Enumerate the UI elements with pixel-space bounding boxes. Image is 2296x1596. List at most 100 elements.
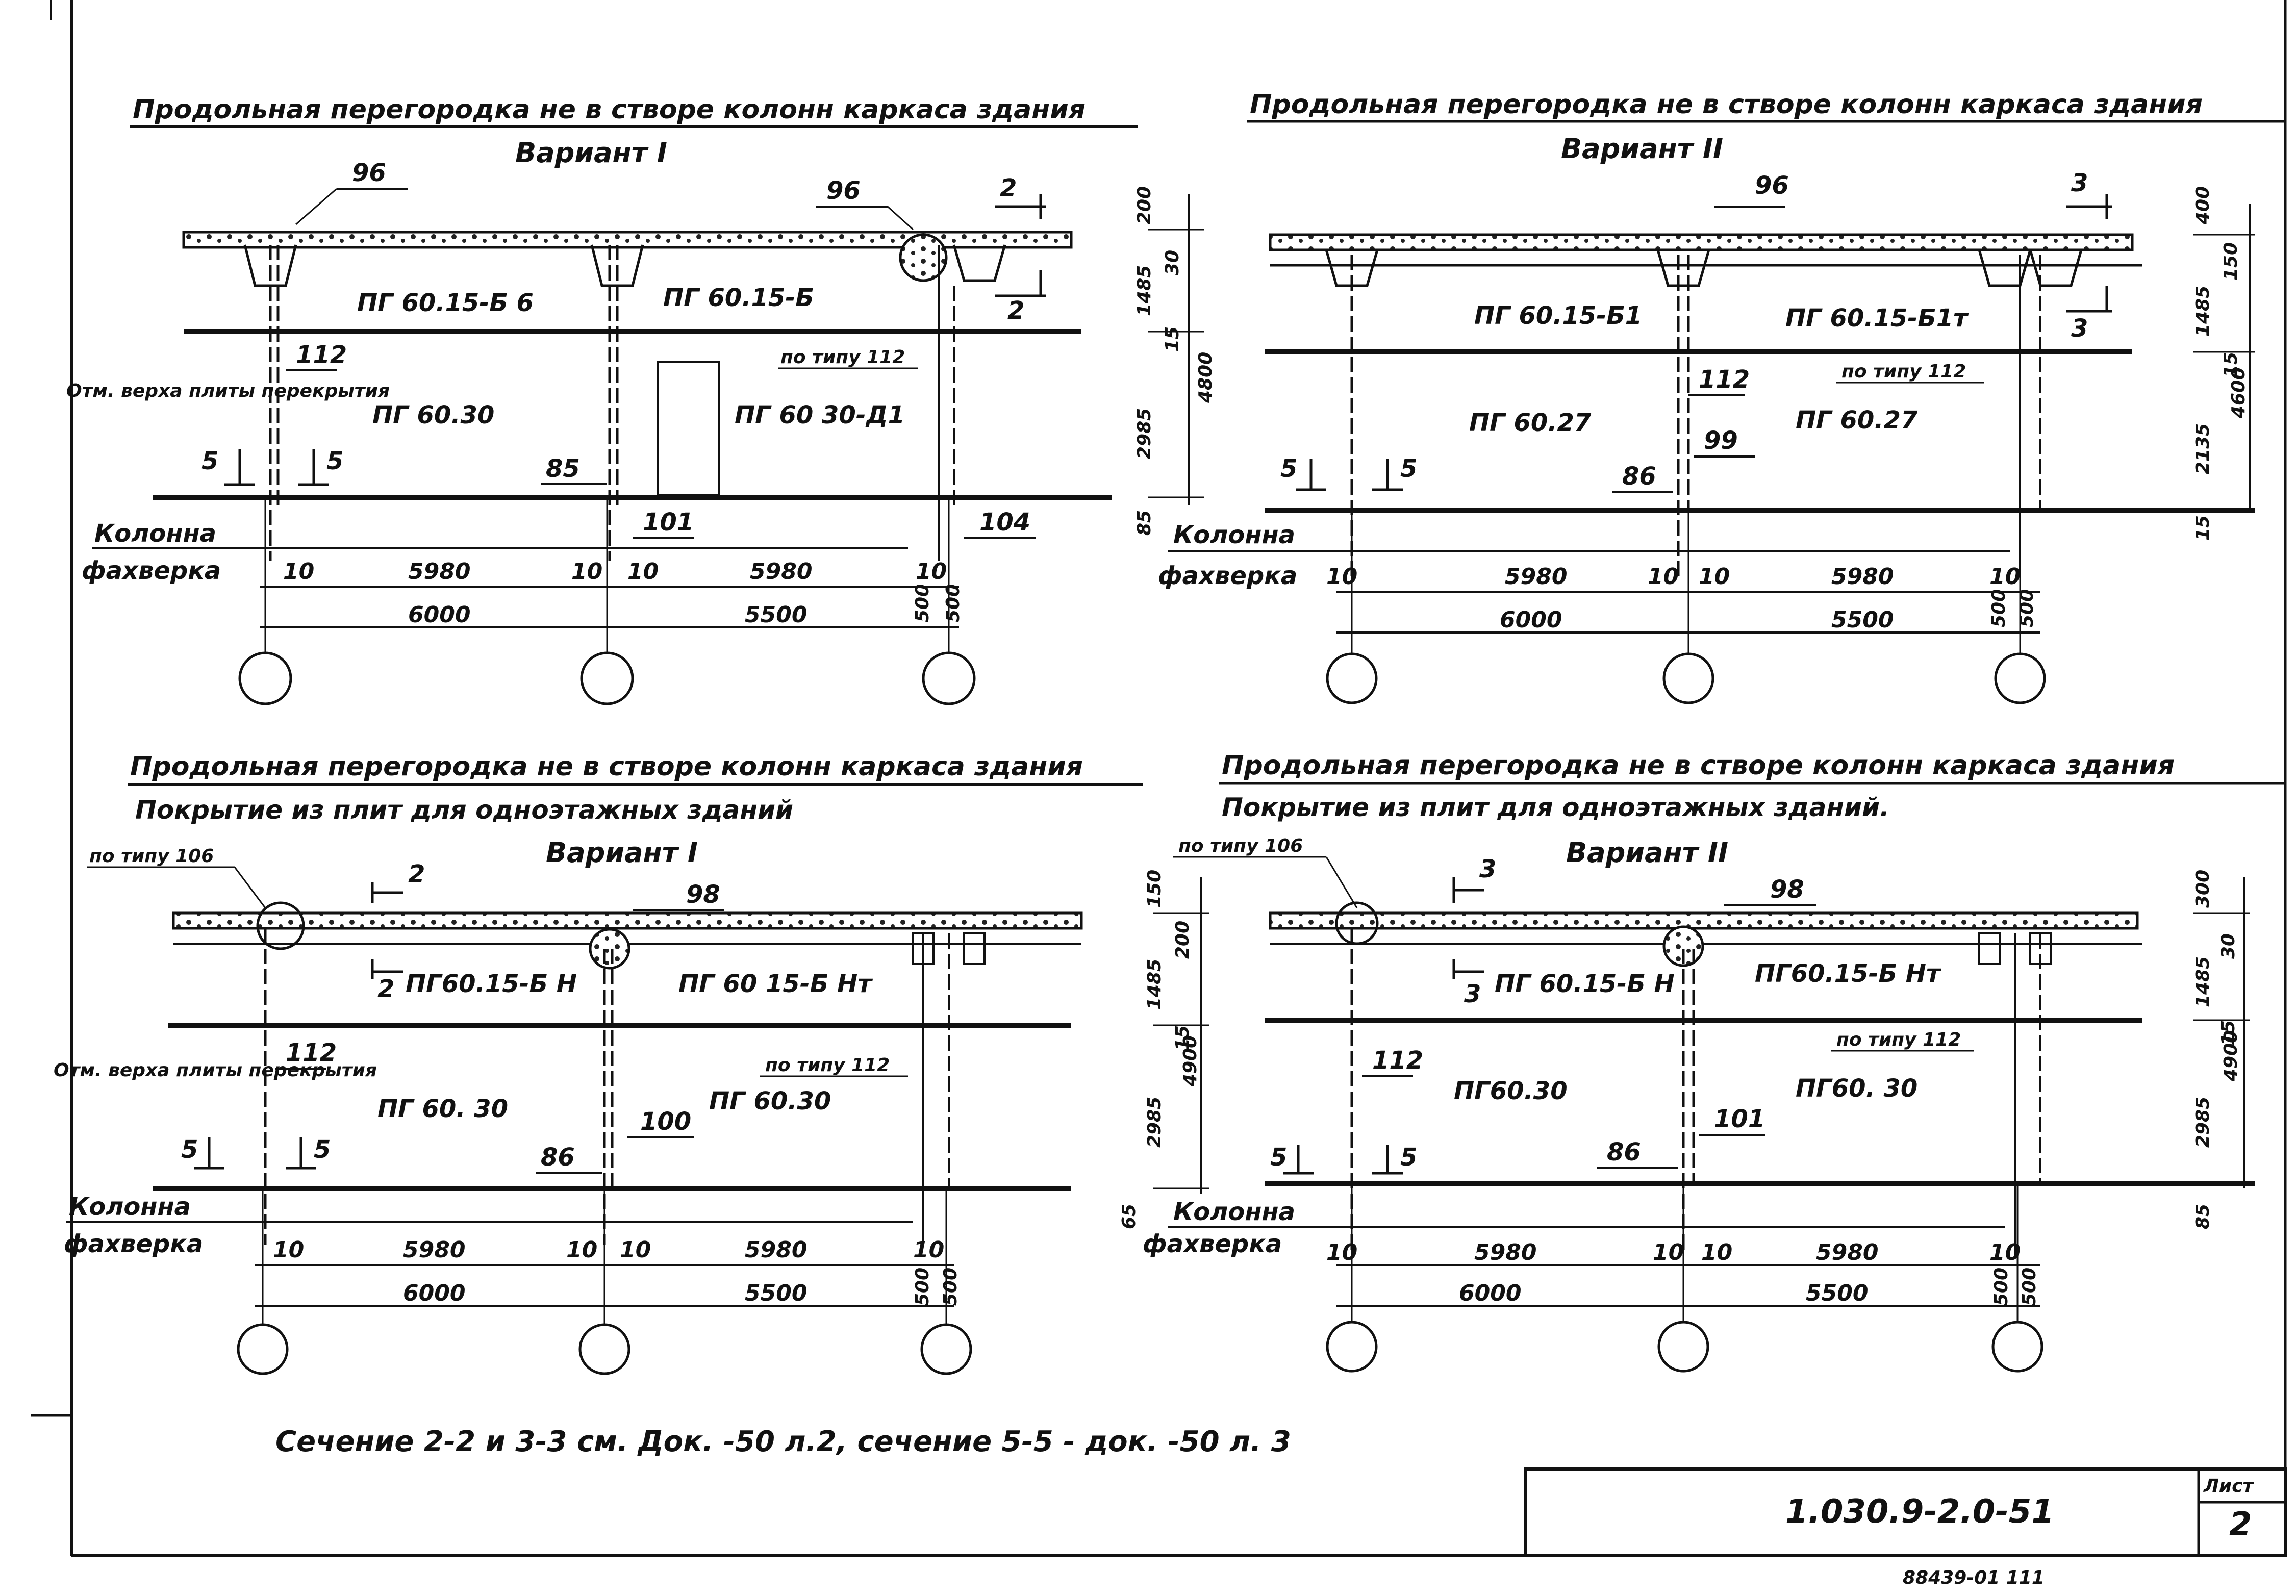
title-block: 1.030.9-2.0-51 Лист 2: [1524, 1467, 2287, 1557]
vdim: 30: [2218, 933, 2239, 959]
section-mark: 5: [314, 1135, 331, 1164]
node-label: 104: [979, 508, 1030, 537]
node-label: 112: [1372, 1046, 1423, 1075]
slab-label: ПГ 60.15-Б Н: [1495, 970, 1675, 998]
dim-value: 5980: [1831, 564, 1894, 590]
section-mark: 3: [2071, 169, 2088, 197]
dim-value: 10: [1989, 1239, 2021, 1265]
vdim: 15: [1162, 326, 1183, 352]
sheet-number: 2: [2229, 1506, 2252, 1543]
vdim: 15: [2218, 1020, 2239, 1046]
section-mark: 3: [2071, 314, 2088, 343]
slab-label: ПГ 60 15-Б Нт: [678, 970, 873, 998]
fachwerk-label: фахверка: [1143, 1230, 1282, 1258]
archive-stamp: 88439-01 111: [1903, 1567, 2045, 1588]
vdim: 2135: [2192, 423, 2213, 474]
axis-bubble: [580, 651, 634, 705]
dim-value: 5980: [1505, 564, 1567, 590]
slab-label: ПГ60. 30: [1796, 1074, 1917, 1103]
vdim: 300: [2192, 870, 2213, 908]
dim-value: 10: [566, 1237, 597, 1263]
panel-4: Продольная перегородка не в створе колон…: [1143, 750, 2285, 1373]
dim-value: 500: [943, 584, 964, 622]
dim-value: 6000: [1459, 1280, 1521, 1306]
dim-value: 10: [620, 1237, 651, 1263]
door-opening: [657, 361, 720, 496]
axis-bubble: [237, 1323, 289, 1375]
vdim: 1485: [1144, 959, 1165, 1010]
vdim: 4800: [1195, 352, 1216, 403]
column-label: Колонна: [69, 1193, 191, 1221]
slab-label: ПГ 60. 30: [377, 1095, 508, 1123]
panel-title: Продольная перегородка не в створе колон…: [133, 94, 1086, 125]
dim-value: 10: [1326, 564, 1357, 590]
dim-value: 6000: [408, 602, 470, 628]
slab-label: ПГ 60.27: [1796, 406, 1918, 435]
doc-code: 1.030.9-2.0-51: [1785, 1493, 2054, 1531]
axis-bubble: [1994, 652, 2046, 704]
axis-bubble: [578, 1323, 630, 1375]
section-mark: 5: [1280, 454, 1297, 483]
section-mark: 2: [1000, 174, 1017, 202]
sheet-label: Лист: [2203, 1476, 2254, 1497]
slab-label: ПГ 60.27: [1469, 409, 1592, 437]
dim-value: 10: [1699, 564, 1730, 590]
callout-node: 96: [1755, 171, 1789, 200]
callout-node: 96: [352, 159, 386, 187]
slab-label: ПГ60.30: [1454, 1077, 1568, 1105]
node-label: 112: [296, 341, 347, 369]
node-label: 112: [286, 1038, 337, 1067]
vdim: 1485: [1134, 265, 1155, 316]
section-mark: 2: [1007, 296, 1024, 325]
callout-node: по типу 106: [1178, 835, 1303, 856]
slab-label: ПГ 60.15-Б1: [1474, 301, 1642, 330]
node-label: 101: [1714, 1105, 1765, 1133]
dim-value: 5980: [750, 559, 812, 585]
vdim: 200: [1172, 921, 1193, 959]
column-label: Колонна: [1173, 1198, 1295, 1226]
panel-title: Продольная перегородка не в створе колон…: [1250, 89, 2203, 120]
axis-bubble: [1662, 652, 1714, 704]
vdim: 85: [1134, 510, 1155, 536]
panel-title: Продольная перегородка не в створе колон…: [130, 751, 1083, 782]
axis-bubble: [238, 651, 292, 705]
vdim: 1485: [2192, 286, 2213, 337]
column-label: Колонна: [1173, 521, 1295, 549]
vdim: 4900: [1180, 1035, 1201, 1087]
dim-value: 500: [940, 1268, 961, 1306]
panel-1: Продольная перегородка не в створе колон…: [66, 94, 1216, 705]
fachwerk-label: фахверка: [1158, 562, 1297, 590]
vdim: 15: [2192, 515, 2213, 541]
variant-label: Вариант I: [546, 837, 698, 869]
dim-value: 5980: [1816, 1239, 1878, 1265]
node-label: 99: [1704, 426, 1738, 455]
dim-value: 5980: [745, 1237, 807, 1263]
dim-value: 5980: [408, 559, 470, 585]
dim-value: 5980: [1474, 1239, 1536, 1265]
vdim: 85: [2192, 1204, 2213, 1229]
dim-value: 500: [2019, 1268, 2040, 1306]
dim-value: 10: [916, 559, 947, 585]
column-label: Колонна: [94, 519, 216, 548]
dim-value: 10: [283, 559, 314, 585]
vdim: 15: [2221, 352, 2241, 377]
type-note: по типу 112: [1841, 361, 1966, 382]
node-label: 86: [1607, 1138, 1641, 1167]
dim-value: 5500: [745, 1280, 807, 1306]
panel-title: Продольная перегородка не в створе колон…: [1222, 750, 2175, 781]
section-mark: 5: [1400, 454, 1417, 483]
node-label: 85: [546, 454, 580, 483]
section-mark: 5: [1400, 1143, 1417, 1172]
node-label: 101: [643, 508, 694, 537]
slab-label: ПГ60.15-Б Нт: [1755, 959, 1942, 988]
axis-bubble: [920, 1323, 972, 1375]
section-mark: 5: [1270, 1143, 1287, 1172]
dim-value: 5500: [745, 602, 807, 628]
dim-value: 6000: [403, 1280, 465, 1306]
dim-value: 5500: [1806, 1280, 1868, 1306]
section-mark: 5: [326, 447, 343, 475]
vdim: 200: [1134, 186, 1155, 224]
dim-value: 500: [912, 1268, 933, 1306]
dim-value: 10: [1989, 564, 2021, 590]
vdim: 15: [1172, 1025, 1193, 1051]
